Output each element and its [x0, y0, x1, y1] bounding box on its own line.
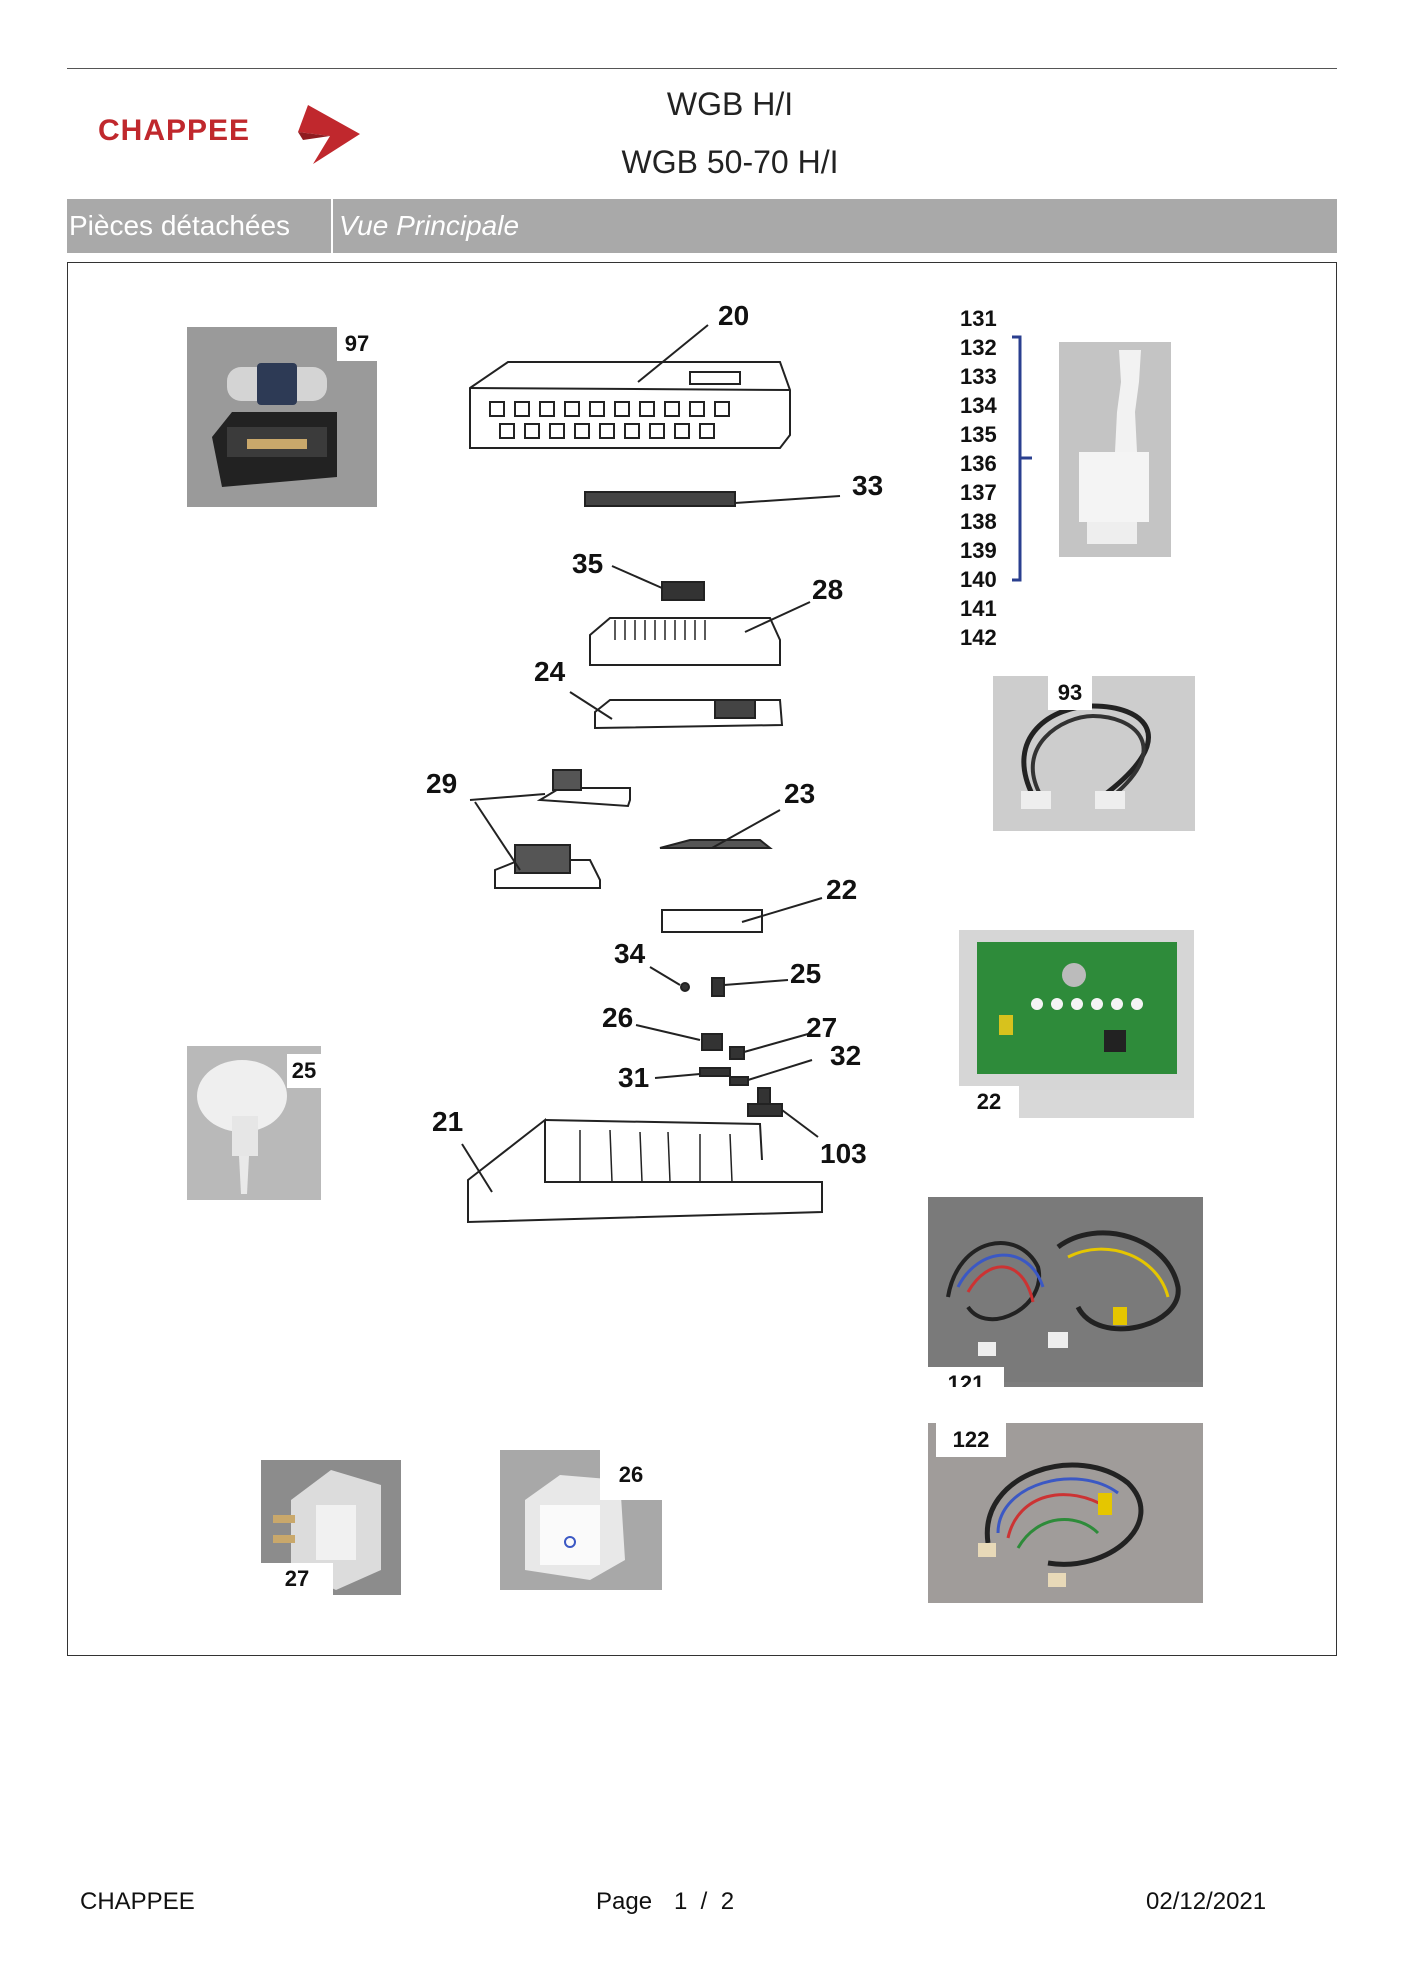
photo-label-97: 97 — [337, 327, 377, 361]
photo-connector — [1059, 342, 1171, 557]
photo-label-27: 27 — [261, 1563, 333, 1595]
footer-page-number: 1 / 2 — [674, 1888, 735, 1915]
callout-21: 21 — [432, 1106, 464, 1137]
document-title: WGB H/I — [666, 86, 794, 122]
ref-item: 141 — [960, 596, 997, 621]
photo-display-board: 22 — [959, 930, 1194, 1118]
ref-item: 140 — [960, 567, 997, 592]
callout-25: 25 — [790, 958, 822, 989]
photo-label-93: 93 — [1048, 676, 1092, 710]
callout-31: 31 — [618, 1062, 650, 1093]
callout-24: 24 — [534, 656, 566, 687]
section-label: Pièces détachées — [67, 199, 333, 253]
photo-label-122: 122 — [936, 1423, 1006, 1457]
photo-label-26: 26 — [600, 1450, 662, 1500]
view-label: Vue Principale — [339, 210, 520, 241]
footer-page-label: Page — [596, 1888, 653, 1915]
callout-32: 32 — [830, 1040, 862, 1071]
callout-28: 28 — [812, 574, 844, 605]
callout-27: 27 — [806, 1012, 838, 1043]
ref-item: 136 — [960, 451, 997, 476]
ref-item: 134 — [960, 393, 997, 418]
logo-arrow-icon — [298, 105, 360, 164]
ref-item: 135 — [960, 422, 997, 447]
photo-label-121: 121 — [928, 1367, 1004, 1387]
ref-item: 139 — [960, 538, 997, 563]
photo-label-25: 25 — [287, 1054, 321, 1088]
callout-33: 33 — [852, 470, 884, 501]
photo-cable: 93 — [993, 676, 1195, 831]
ref-item: 138 — [960, 509, 997, 534]
footer-date: 02/12/2021 — [1146, 1888, 1267, 1915]
photo-switch-26: 26 — [500, 1450, 662, 1590]
footer-brand: CHAPPEE — [80, 1888, 195, 1915]
callout-20: 20 — [718, 300, 750, 331]
photo-wiring-harness-121: 121 — [928, 1197, 1203, 1387]
chappee-logo: CHAPPEE — [98, 100, 368, 165]
photo-label-22: 22 — [959, 1086, 1019, 1118]
ref-item: 133 — [960, 364, 997, 389]
callout-26: 26 — [602, 1002, 634, 1033]
callout-103: 103 — [820, 1138, 867, 1169]
photo-fuse-holder: 97 — [187, 327, 377, 507]
ref-item: 142 — [960, 625, 997, 650]
photo-knob: 25 — [187, 1046, 321, 1200]
section-banner: Pièces détachées Vue Principale — [67, 199, 1337, 253]
logo-text: CHAPPEE — [98, 114, 251, 147]
document-subtitle: WGB 50-70 H/I — [621, 144, 839, 180]
callout-35: 35 — [572, 548, 604, 579]
diagram-frame — [67, 262, 1337, 1656]
photo-wiring-harness-122: 122 — [928, 1423, 1203, 1603]
ref-item: 131 — [960, 306, 997, 331]
photo-switch-27: 27 — [261, 1460, 401, 1595]
callout-23: 23 — [784, 778, 816, 809]
reference-list: 131 132 133 134 135 136 137 138 139 140 … — [960, 306, 1010, 656]
ref-item: 132 — [960, 335, 997, 360]
ref-item: 137 — [960, 480, 997, 505]
callout-29: 29 — [426, 768, 458, 799]
callout-34: 34 — [614, 938, 646, 969]
header-rule — [67, 68, 1337, 69]
callout-22: 22 — [826, 874, 858, 905]
